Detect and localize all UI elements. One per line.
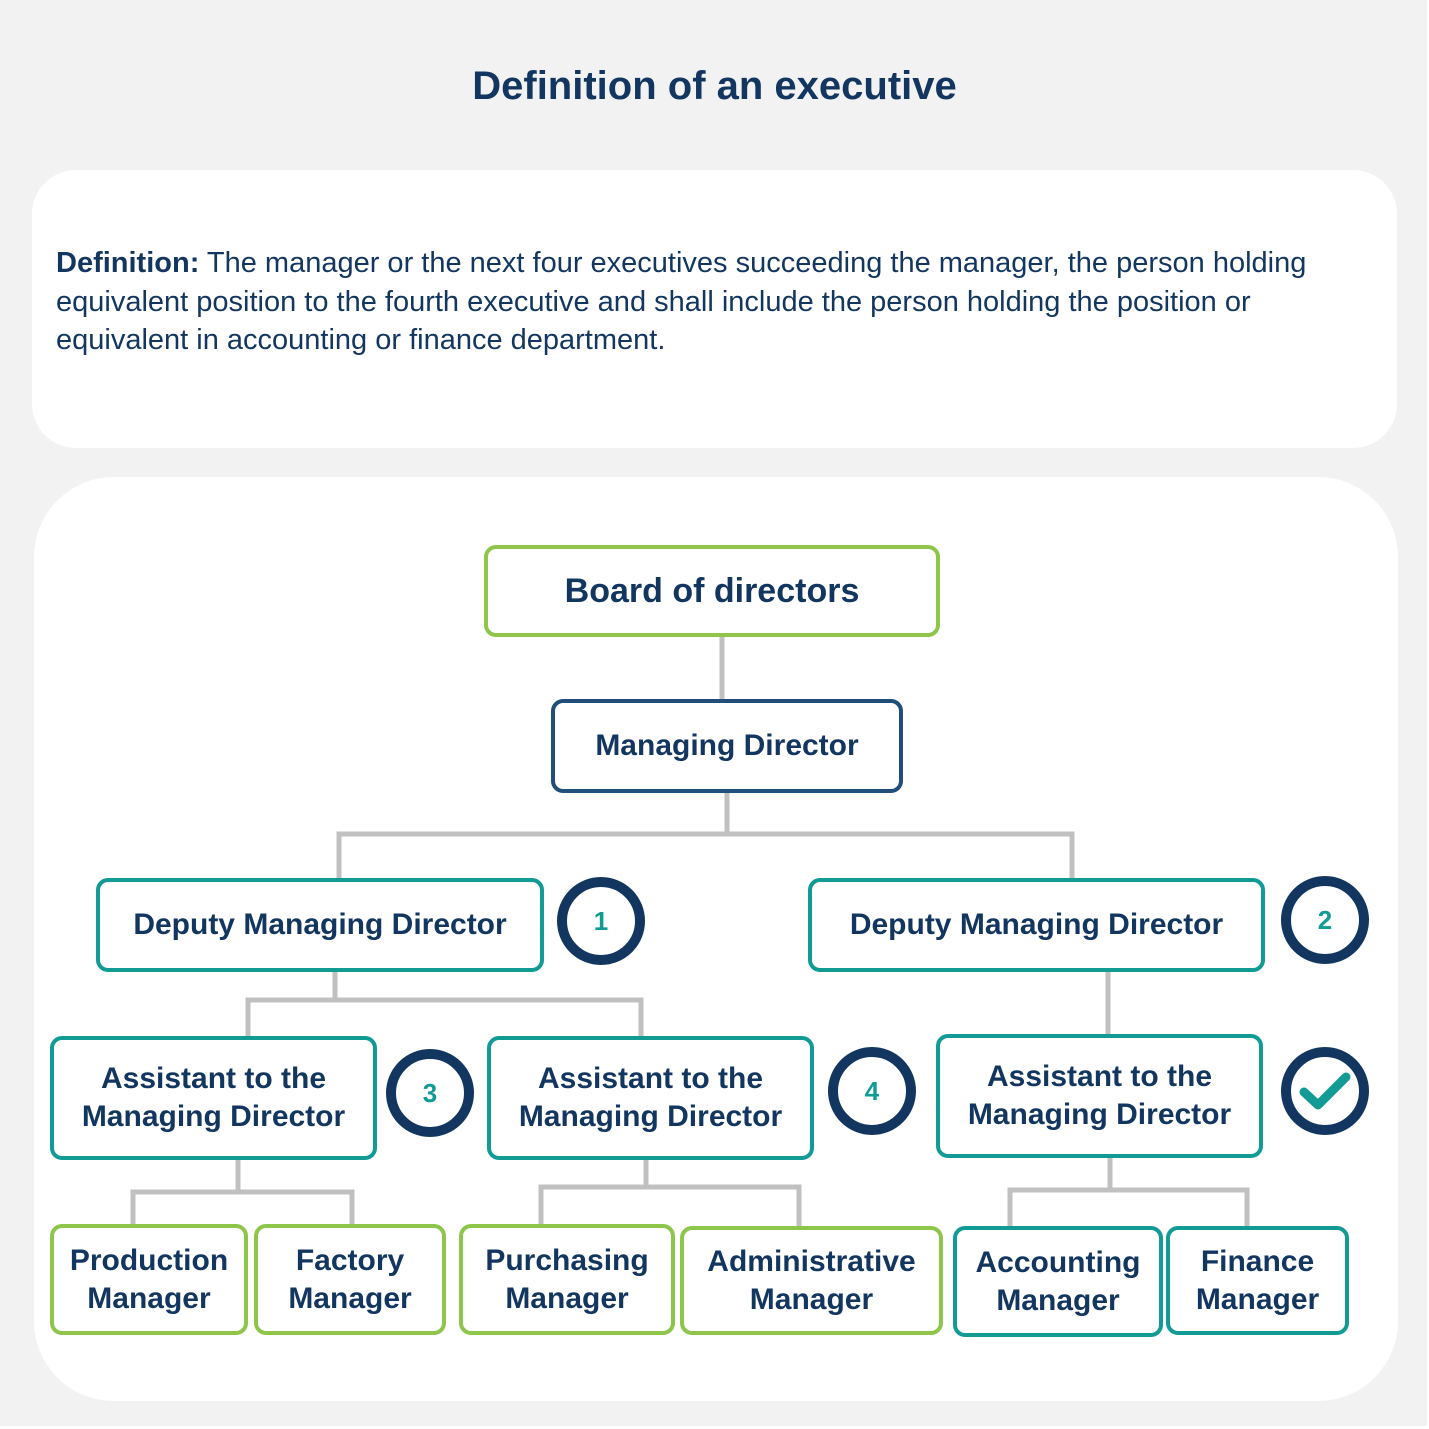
- node-label-line2: Manager: [87, 1281, 211, 1315]
- badge-checkmark: [1281, 1047, 1369, 1135]
- node-assistant-right: Assistant to the Managing Director: [936, 1034, 1263, 1158]
- node-purchasing-manager: Purchasing Manager: [459, 1224, 675, 1335]
- connector-deputy-left-assistants: [245, 967, 644, 1041]
- connector-assistant-left-managers: [130, 1155, 355, 1229]
- node-label-line1: Purchasing: [485, 1243, 649, 1277]
- node-label-line2: Manager: [505, 1281, 629, 1315]
- badge-3: 3: [386, 1049, 474, 1137]
- badge-number: 4: [864, 1075, 880, 1106]
- node-label-line1: Finance: [1200, 1244, 1315, 1278]
- node-label-line2: Manager: [749, 1282, 874, 1316]
- node-assistant-mid: Assistant to the Managing Director: [487, 1036, 814, 1160]
- connector-assistant-mid-managers: [538, 1155, 802, 1231]
- node-label-line1: Assistant to the: [100, 1062, 327, 1095]
- node-label: Deputy Managing Director: [133, 908, 507, 941]
- node-administrative-manager: Administrative Manager: [680, 1226, 943, 1335]
- node-label-line2: Managing Director: [967, 1098, 1232, 1131]
- node-board-of-directors: Board of directors: [484, 545, 940, 637]
- node-deputy-managing-director-left: Deputy Managing Director: [96, 878, 544, 972]
- page-title: Definition of an executive: [472, 64, 957, 108]
- node-finance-manager: Finance Manager: [1166, 1226, 1349, 1335]
- node-accounting-manager: Accounting Manager: [953, 1226, 1163, 1337]
- connector-assistant-right-managers: [1007, 1153, 1250, 1233]
- connector-md-deputies: [336, 789, 1075, 883]
- node-label-line2: Managing Director: [81, 1100, 346, 1133]
- node-label-line2: Managing Director: [518, 1100, 783, 1133]
- node-label: Board of directors: [564, 571, 860, 610]
- node-label-line1: Factory: [295, 1243, 405, 1277]
- node-factory-manager: Factory Manager: [254, 1224, 446, 1335]
- node-label-line2: Manager: [288, 1281, 412, 1315]
- definition-body: The manager or the next four executives …: [56, 247, 1307, 356]
- badge-2: 2: [1281, 876, 1369, 964]
- checkmark-icon: [1299, 1072, 1351, 1110]
- node-label-line1: Assistant to the: [537, 1062, 764, 1095]
- node-label-line2: Manager: [1195, 1282, 1320, 1316]
- badge-1: 1: [557, 877, 645, 965]
- node-label: Deputy Managing Director: [849, 908, 1224, 941]
- node-label-line1: Accounting: [975, 1245, 1141, 1279]
- node-deputy-managing-director-right: Deputy Managing Director: [808, 878, 1265, 972]
- node-label-line1: Production: [69, 1243, 229, 1277]
- node-production-manager: Production Manager: [50, 1224, 248, 1335]
- definition-text: Definition: The manager or the next four…: [56, 244, 1376, 360]
- node-label-line1: Administrative: [707, 1244, 916, 1278]
- node-label-line1: Assistant to the: [986, 1060, 1213, 1093]
- definition-label: Definition:: [56, 247, 200, 279]
- node-managing-director: Managing Director: [551, 699, 903, 793]
- definition-card: Definition: The manager or the next four…: [32, 170, 1397, 448]
- badge-number: 3: [422, 1077, 438, 1108]
- badge-4: 4: [828, 1047, 916, 1135]
- node-assistant-left: Assistant to the Managing Director: [50, 1036, 377, 1160]
- badge-number: 2: [1317, 904, 1333, 935]
- badge-number: 1: [593, 905, 609, 936]
- node-label-line2: Manager: [996, 1283, 1120, 1317]
- node-label: Managing Director: [595, 729, 859, 762]
